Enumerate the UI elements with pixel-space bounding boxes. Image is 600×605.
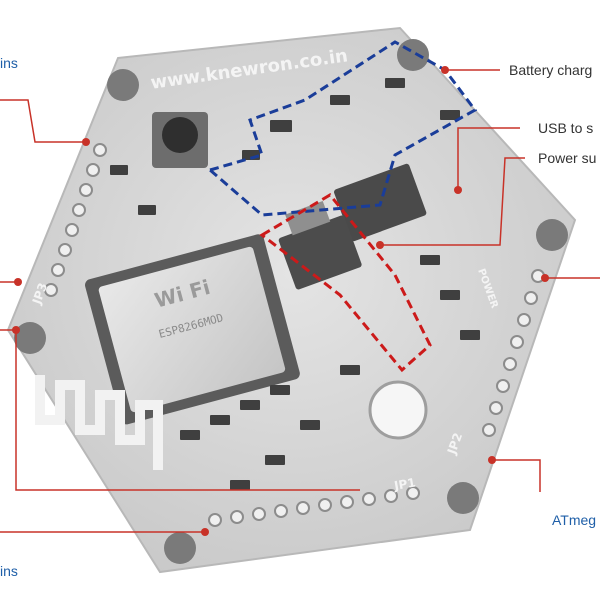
label-top-left-pins: ins xyxy=(0,55,18,71)
pin-header-left-top xyxy=(44,143,107,297)
label-bottom-left-pins: ins xyxy=(0,563,18,579)
power-supply-region xyxy=(259,193,432,373)
pin-header-bottom xyxy=(208,486,420,527)
pointer-dots xyxy=(12,66,549,536)
mounting-hole xyxy=(164,532,196,564)
mounting-hole xyxy=(14,322,46,354)
label-power-supply: Power su xyxy=(538,150,597,166)
led xyxy=(368,380,428,440)
label-atmega: ATmeg xyxy=(552,512,597,528)
jp1-label: JP1 xyxy=(392,475,417,493)
mounting-hole xyxy=(107,69,139,101)
regulator-ic xyxy=(278,215,362,290)
pin-header-right xyxy=(482,269,545,437)
label-battery-charger: Battery charg xyxy=(509,62,593,78)
push-button-cap xyxy=(162,117,198,153)
pointer-lines xyxy=(0,69,600,533)
label-usb-serial: USB to s xyxy=(538,120,594,136)
smd-components xyxy=(110,78,480,490)
mounting-hole xyxy=(447,482,479,514)
antenna-trace xyxy=(35,375,163,470)
pointer-left-lower xyxy=(0,329,360,491)
pointer-top-left-pins xyxy=(0,99,86,143)
pointer-power xyxy=(380,157,525,246)
mounting-hole xyxy=(536,219,568,251)
pointer-atmega xyxy=(492,459,541,492)
regulator-tab xyxy=(285,200,331,236)
wifi-module: Wi Fi ESP8266MOD xyxy=(85,234,300,425)
pointer-usb xyxy=(457,127,520,190)
mounting-hole xyxy=(397,39,429,71)
